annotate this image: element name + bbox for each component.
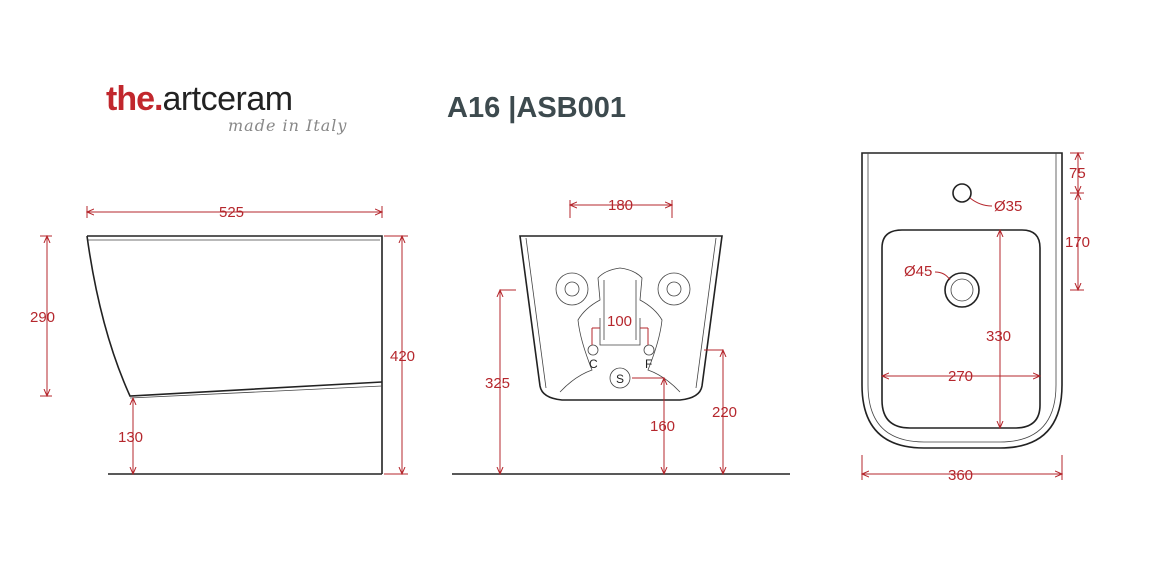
label-hot: F bbox=[645, 357, 652, 371]
dim-top-width: 180 bbox=[608, 197, 633, 214]
brand-logo: the.artceram bbox=[106, 80, 293, 119]
dim-total-height: 420 bbox=[390, 348, 415, 365]
drawing-line bbox=[559, 267, 681, 393]
drawing-line bbox=[564, 281, 580, 297]
side-bowl-curve bbox=[86, 235, 383, 397]
side-view: 525 290 420 130 bbox=[30, 204, 415, 474]
top-view: Ø35 Ø45 75 170 330 270 360 bbox=[862, 153, 1090, 484]
dim-drain-diameter: Ø45 bbox=[904, 263, 932, 280]
drawing-line bbox=[657, 272, 691, 306]
dim-front-height: 290 bbox=[30, 309, 55, 326]
label-drain: S bbox=[616, 372, 624, 386]
hot-inlet-icon bbox=[643, 344, 655, 356]
dim-fixing-height: 325 bbox=[485, 375, 510, 392]
tap-hole-icon bbox=[952, 183, 972, 203]
label-cold: C bbox=[589, 357, 598, 371]
dimension-line bbox=[934, 271, 951, 281]
drawing-line bbox=[950, 278, 974, 302]
rear-view: C F S 180 100 325 160 220 bbox=[452, 197, 790, 474]
logo-name: artceram bbox=[162, 80, 293, 118]
drawing-line bbox=[599, 280, 641, 346]
dimension-line bbox=[969, 197, 993, 207]
logo-the: the. bbox=[106, 80, 163, 118]
drawing-line bbox=[666, 281, 682, 297]
dim-tap-diameter: Ø35 bbox=[994, 198, 1022, 215]
dim-total-width: 360 bbox=[948, 467, 973, 484]
rear-outline bbox=[519, 235, 723, 401]
drawing-line bbox=[555, 272, 589, 306]
dim-inlet-spacing: 100 bbox=[607, 313, 632, 330]
drain-hole-icon bbox=[944, 272, 980, 308]
dim-inlet-height: 220 bbox=[712, 404, 737, 421]
drawing-line bbox=[867, 153, 1057, 443]
cold-inlet-icon bbox=[587, 344, 599, 356]
drain-icon bbox=[609, 367, 631, 389]
dim-tap-offset: 75 bbox=[1069, 165, 1086, 182]
drawing-line bbox=[129, 385, 383, 399]
side-outline bbox=[87, 235, 383, 474]
logo-tagline: made in Italy bbox=[228, 116, 348, 135]
product-code: A16 |ASB001 bbox=[447, 92, 626, 124]
basin-outline bbox=[881, 229, 1041, 429]
top-outline bbox=[861, 152, 1063, 449]
drawing-line bbox=[525, 237, 717, 389]
dim-basin-length: 330 bbox=[986, 328, 1011, 345]
dim-clearance: 130 bbox=[118, 429, 143, 446]
dim-basin-width: 270 bbox=[948, 368, 973, 385]
dim-drain-height: 160 bbox=[650, 418, 675, 435]
dim-width: 525 bbox=[219, 204, 244, 221]
dim-tap-to-drain: 170 bbox=[1065, 234, 1090, 251]
dimension-line bbox=[591, 327, 649, 345]
